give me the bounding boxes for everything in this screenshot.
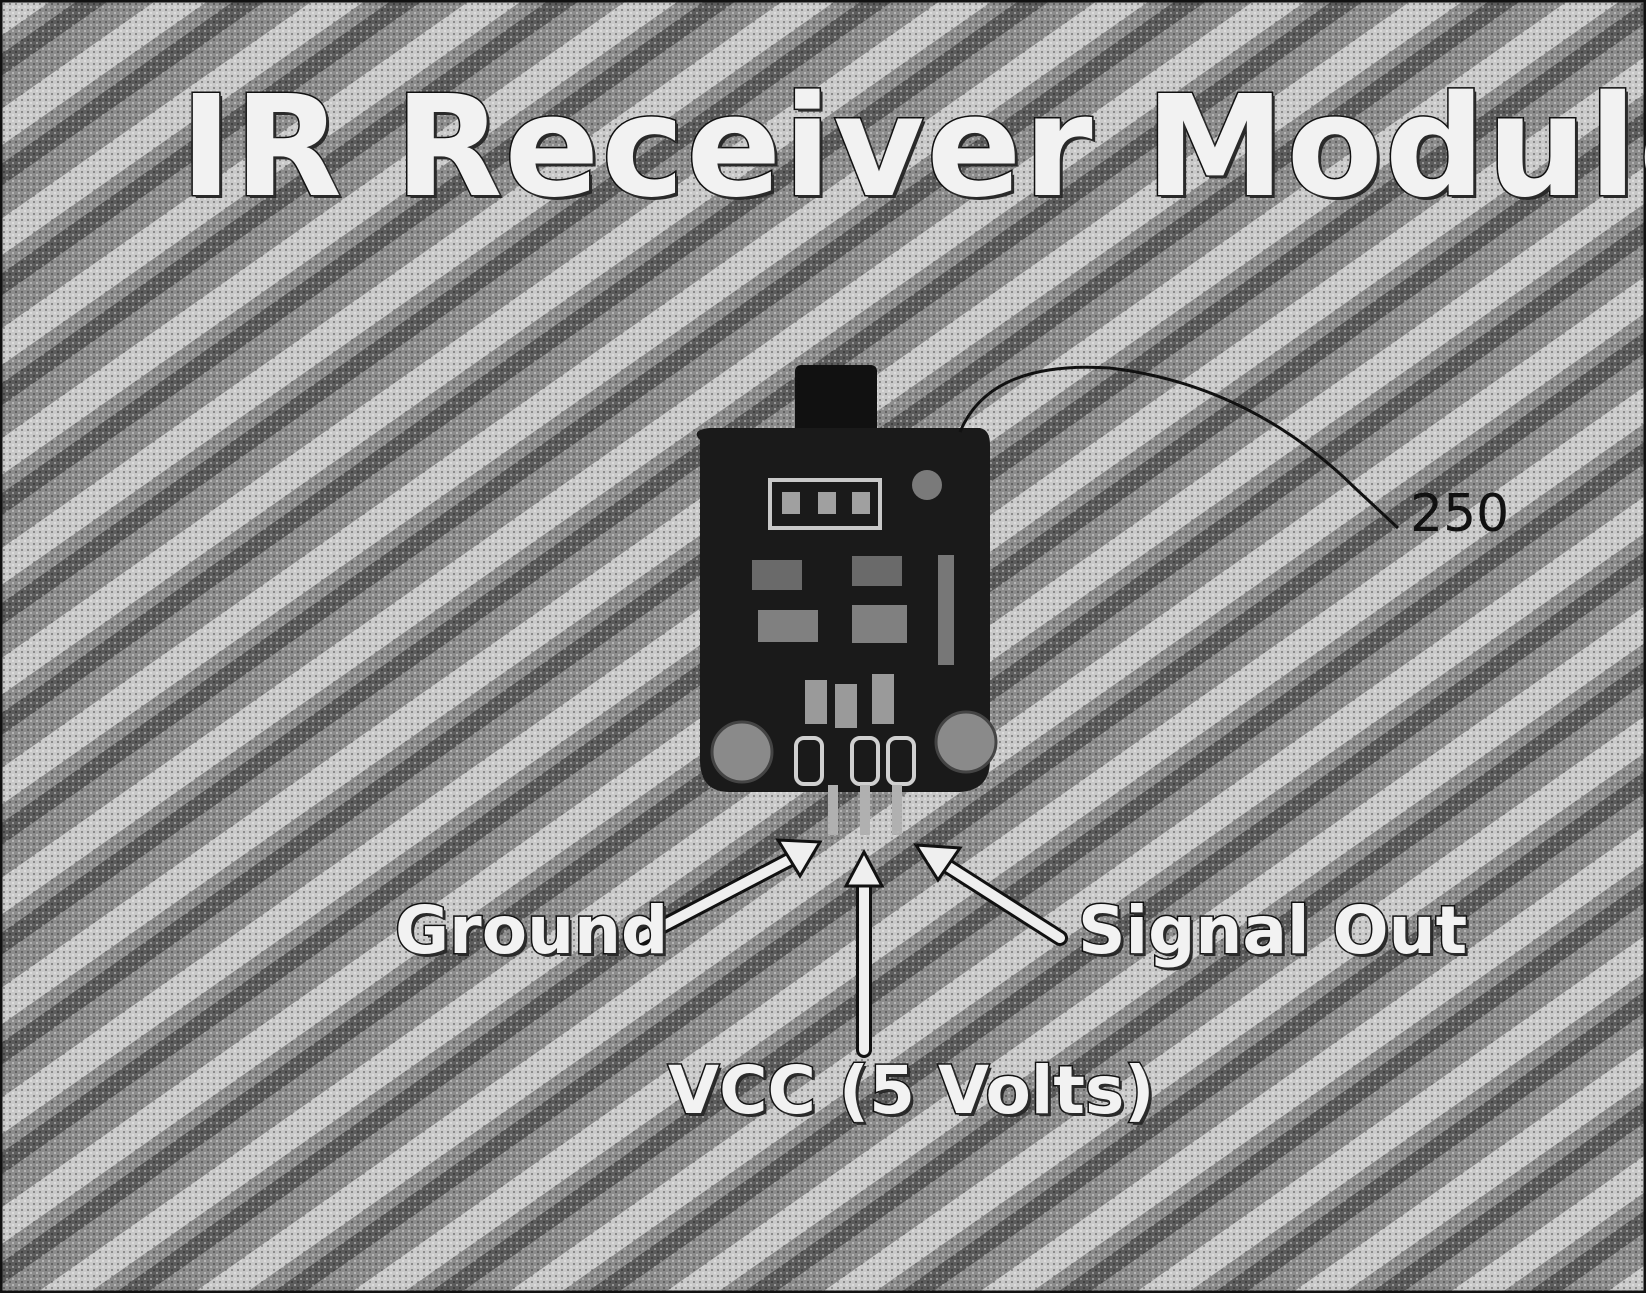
resistor <box>835 684 857 728</box>
connector-block <box>768 478 882 530</box>
arrowhead-vcc <box>843 848 885 888</box>
resistor <box>872 674 894 724</box>
pin-vcc <box>860 785 870 835</box>
component <box>818 492 836 514</box>
component <box>752 560 802 590</box>
ir-module-illustration <box>696 365 998 835</box>
component <box>852 556 902 586</box>
pin-pad-vcc <box>850 736 880 786</box>
component <box>852 492 870 514</box>
arrowhead-signal <box>913 843 963 883</box>
component <box>782 492 800 514</box>
reference-leader-line <box>958 365 1400 530</box>
mounting-hole <box>934 710 998 774</box>
pin-ground <box>828 785 838 835</box>
pin-signal <box>892 785 902 835</box>
pin-label-signal: Signal Out <box>1076 892 1468 969</box>
component <box>938 555 954 665</box>
pin-pad-signal <box>886 736 916 786</box>
resistor <box>805 680 827 724</box>
pin-label-vcc: VCC (5 Volts) <box>666 1052 1155 1129</box>
mounting-hole <box>710 720 774 784</box>
component <box>852 605 907 643</box>
arrowhead-ground <box>775 838 823 879</box>
diagram-title: IR Receiver Module <box>179 66 1646 229</box>
component <box>758 610 818 642</box>
led <box>912 470 942 500</box>
pin-pad-ground <box>794 736 824 786</box>
pin-arrows <box>632 838 1068 1058</box>
reference-number: 250 <box>1410 484 1510 544</box>
pin-label-ground: Ground <box>393 892 669 969</box>
